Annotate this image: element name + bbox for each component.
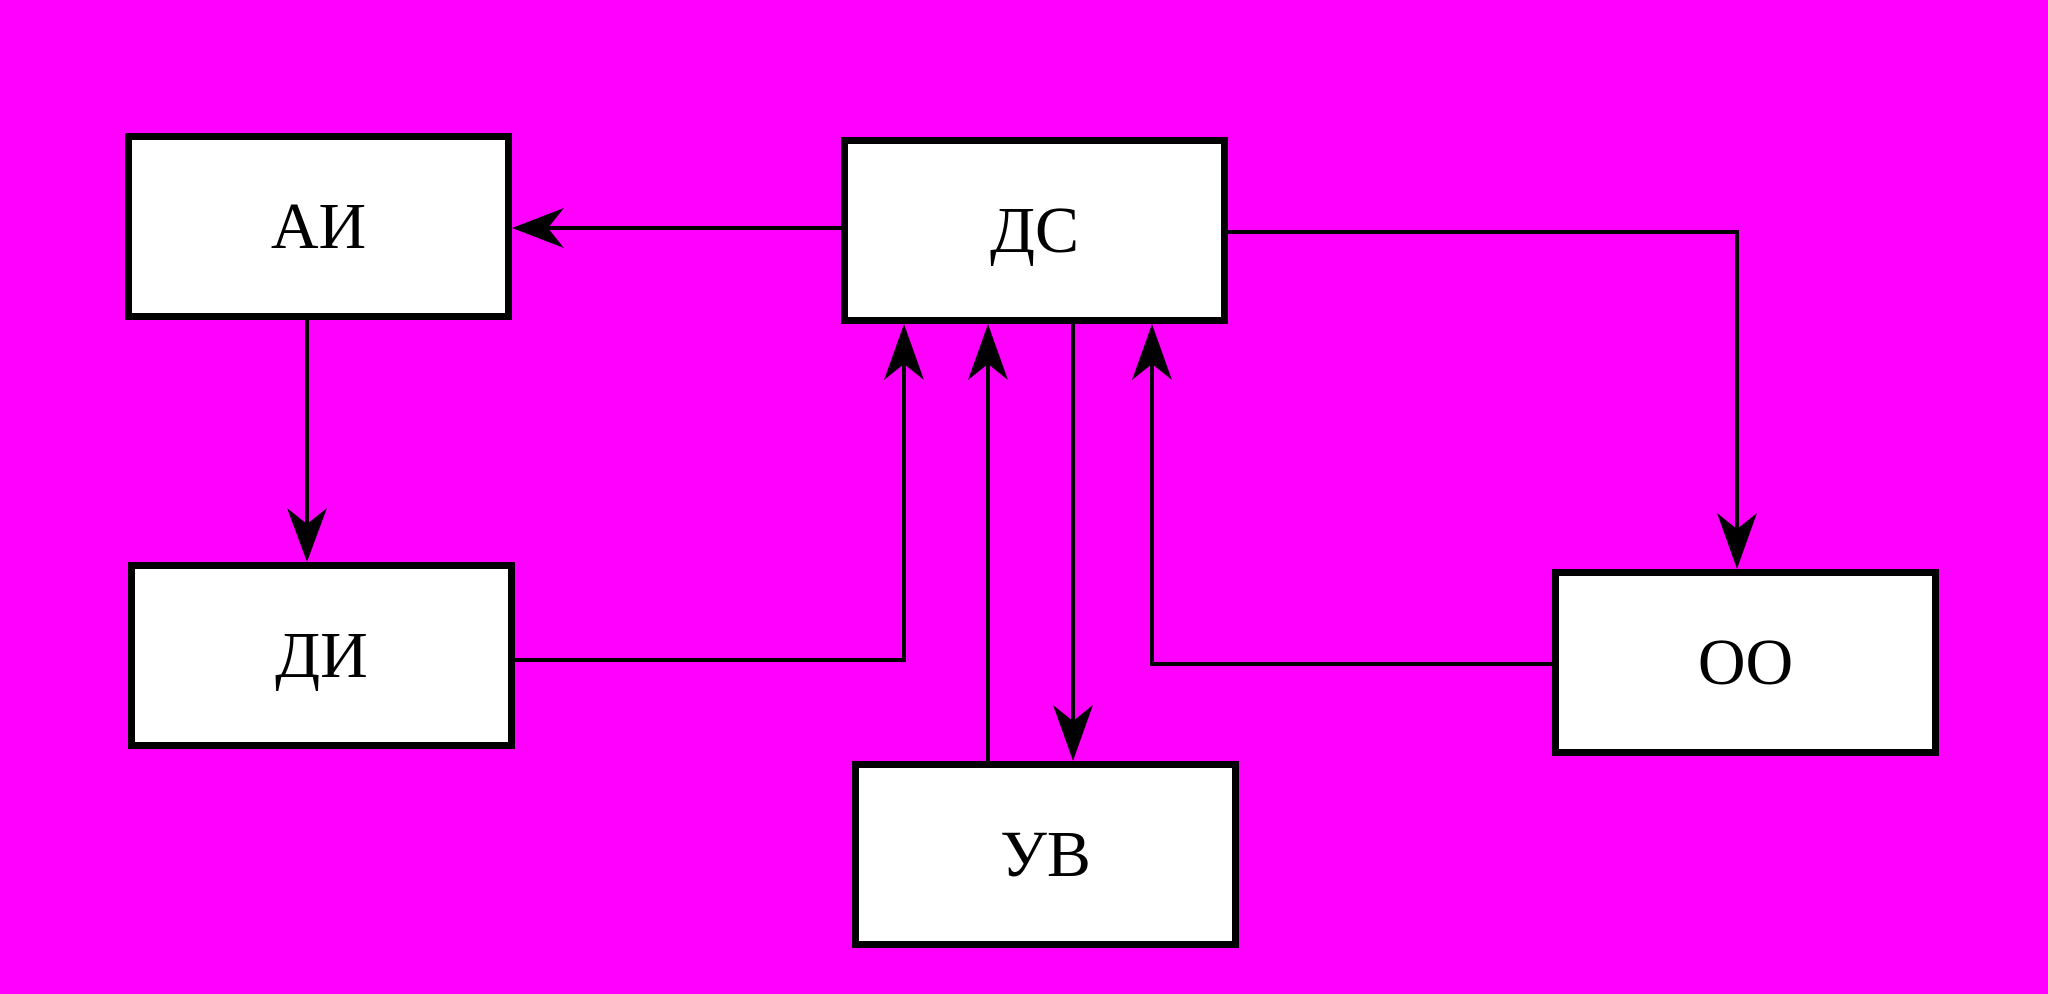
edge-ds-to-oo: [1228, 230, 1739, 560]
arrowhead-ds-from-di: [884, 324, 924, 380]
node-ds: ДС: [841, 137, 1228, 324]
arrowhead-oo: [1717, 513, 1757, 569]
node-oo-label: ОО: [1697, 625, 1794, 699]
edge-di-to-ds: [515, 334, 906, 662]
node-di: ДИ: [128, 562, 515, 749]
arrowhead-uv: [1053, 705, 1093, 761]
node-ds-label: ДС: [989, 193, 1080, 267]
arrowhead-di: [287, 508, 327, 562]
arrowhead-ai: [512, 208, 564, 248]
node-uv-label: УВ: [1000, 817, 1091, 891]
node-ai-label: АИ: [270, 189, 367, 263]
node-ai: АИ: [125, 133, 512, 320]
arrowhead-ds-from-oo: [1132, 324, 1172, 380]
node-oo: ОО: [1552, 569, 1939, 756]
node-di-label: ДИ: [275, 618, 368, 692]
node-uv: УВ: [852, 761, 1239, 948]
edge-oo-to-ds: [1150, 334, 1552, 666]
arrowhead-ds-from-uv: [968, 324, 1008, 380]
